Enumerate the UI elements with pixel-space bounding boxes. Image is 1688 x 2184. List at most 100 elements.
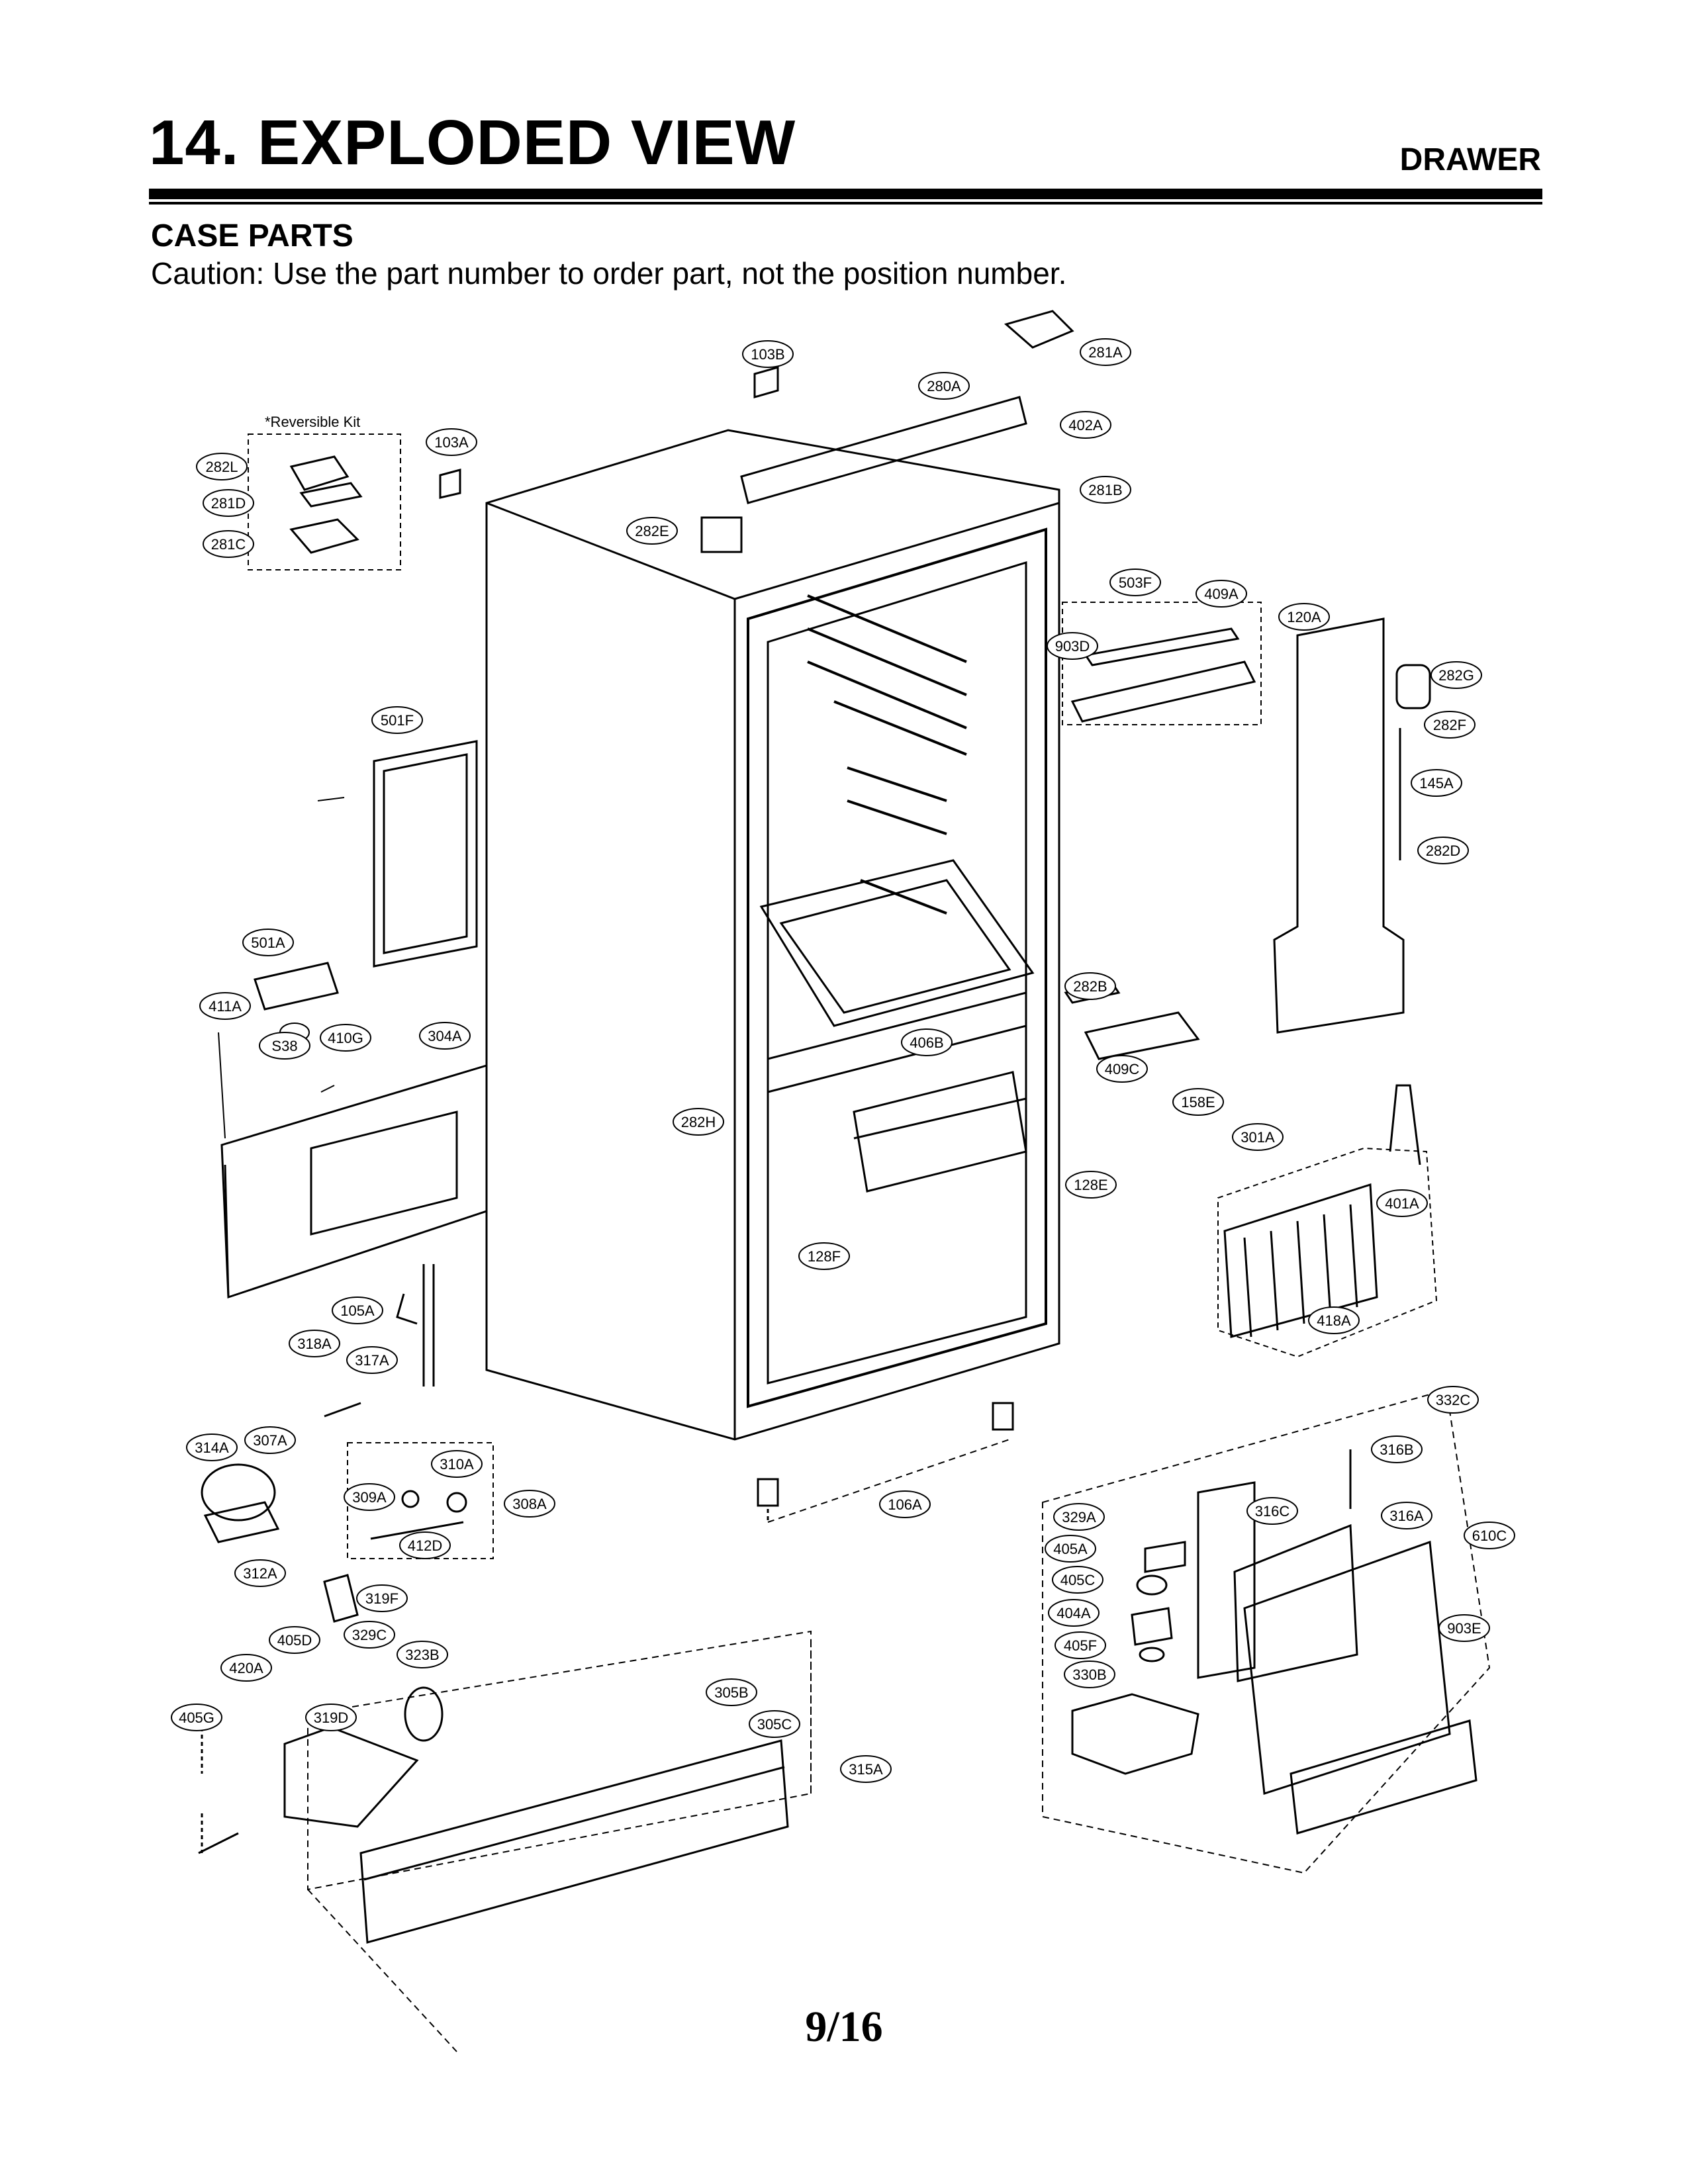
callout-label: 409A <box>1204 586 1239 602</box>
right-top-assembly <box>1062 602 1262 725</box>
callout-s38: S38 <box>259 1032 310 1060</box>
callout-309a: 309A <box>344 1483 395 1511</box>
callout-406b: 406B <box>901 1028 953 1056</box>
callout-402a: 402A <box>1060 411 1111 439</box>
callout-label: 329A <box>1062 1509 1096 1525</box>
callout-105a: 105A <box>332 1297 383 1324</box>
page-title: 14. EXPLODED VIEW <box>149 107 796 178</box>
callout-label: 158E <box>1181 1094 1215 1111</box>
callout-405d: 405D <box>269 1626 320 1654</box>
callout-316b: 316B <box>1371 1435 1423 1463</box>
callout-label: 401A <box>1385 1195 1419 1212</box>
section-subtitle: CASE PARTS <box>151 218 353 253</box>
machine-room-cover <box>307 1630 812 2052</box>
reversible-kit-group <box>248 433 401 570</box>
callout-106a: 106A <box>879 1490 931 1518</box>
page-number: 9/16 <box>805 2003 883 2051</box>
callout-409a: 409A <box>1196 580 1247 608</box>
callout-label: 281A <box>1088 344 1123 361</box>
callout-label: 610C <box>1472 1527 1507 1544</box>
callout-label: 316C <box>1255 1503 1290 1520</box>
title-rule-thin <box>149 202 1542 205</box>
callout-label: 282F <box>1433 717 1466 733</box>
cabinet-shelf-rails <box>807 594 967 915</box>
callout-label: 282H <box>681 1114 716 1130</box>
callout-label: 310A <box>440 1456 474 1473</box>
callout-label: 405G <box>179 1709 214 1726</box>
callout-label: 315A <box>849 1761 883 1778</box>
callout-305b: 305B <box>706 1678 757 1706</box>
callout-label: 281B <box>1088 482 1122 498</box>
callout-316a: 316A <box>1381 1502 1432 1529</box>
callout-label: 305B <box>714 1684 748 1701</box>
callout-label: 103B <box>751 346 784 363</box>
callout-405g: 405G <box>171 1704 222 1731</box>
section-tag: DRAWER <box>1399 142 1541 177</box>
callout-label: 282B <box>1073 978 1107 995</box>
callout-103a: 103A <box>426 428 477 456</box>
callout-903e: 903E <box>1438 1614 1490 1642</box>
callout-label: 305C <box>757 1716 792 1733</box>
callout-label: 282L <box>206 459 238 475</box>
callout-282d: 282D <box>1417 837 1469 864</box>
callout-label: 501A <box>251 934 285 951</box>
callout-318a: 318A <box>289 1330 340 1357</box>
callout-label: 304A <box>428 1028 462 1044</box>
callout-412d: 412D <box>399 1531 451 1559</box>
callout-label: 329C <box>352 1627 387 1643</box>
fan-assembly-group <box>1042 1388 1491 1874</box>
callout-label: 319F <box>365 1590 399 1607</box>
callout-label: 503F <box>1119 574 1152 591</box>
callout-label: 281C <box>211 536 246 553</box>
callout-317a: 317A <box>346 1346 398 1374</box>
callout-282g: 282G <box>1430 661 1482 689</box>
callout-label: 411A <box>209 998 242 1015</box>
callout-405a: 405A <box>1045 1535 1096 1563</box>
callout-label: 316A <box>1389 1508 1424 1524</box>
callout-282b: 282B <box>1064 972 1116 1000</box>
callout-409c: 409C <box>1096 1055 1148 1083</box>
callout-label: 128F <box>808 1248 841 1265</box>
callout-label: 282G <box>1438 667 1474 684</box>
callout-281c: 281C <box>203 530 254 558</box>
callout-label: 405D <box>277 1632 312 1649</box>
callout-319f: 319F <box>356 1584 408 1612</box>
callout-label: 404A <box>1056 1605 1091 1621</box>
callout-label: S38 <box>271 1038 297 1054</box>
callout-label: 402A <box>1068 417 1103 433</box>
callout-label: 420A <box>229 1660 263 1676</box>
callout-329a: 329A <box>1053 1503 1105 1531</box>
callout-label: 316B <box>1380 1441 1413 1458</box>
callout-420a: 420A <box>220 1654 272 1682</box>
callout-label: 309A <box>352 1489 387 1506</box>
callout-label: 120A <box>1287 609 1321 625</box>
callout-label: 405C <box>1060 1572 1096 1588</box>
callout-310a: 310A <box>431 1450 483 1478</box>
callout-411a: 411A <box>199 992 251 1020</box>
callout-label: 418A <box>1317 1312 1351 1329</box>
callout-330b: 330B <box>1064 1661 1115 1688</box>
callout-label: 128E <box>1074 1177 1107 1193</box>
callout-label: 332C <box>1436 1392 1471 1408</box>
reversible-kit-label: *Reversible Kit <box>265 414 360 430</box>
callout-312a: 312A <box>234 1559 286 1587</box>
callout-305c: 305C <box>749 1710 800 1738</box>
cabinet-body <box>485 429 1060 1441</box>
evaporator-group <box>1217 1084 1438 1358</box>
callout-332c: 332C <box>1427 1386 1479 1414</box>
small-fittings <box>218 797 345 1139</box>
callout-323b: 323B <box>397 1641 448 1668</box>
callout-307a: 307A <box>244 1426 296 1454</box>
callout-503f: 503F <box>1109 569 1161 596</box>
callout-label: 903E <box>1447 1620 1481 1637</box>
callout-label: 103A <box>434 434 469 451</box>
callout-label: 405F <box>1064 1637 1097 1654</box>
duct-panel <box>1273 617 1431 1034</box>
callout-281b: 281B <box>1080 476 1131 504</box>
callout-405f: 405F <box>1055 1631 1106 1659</box>
callout-501f: 501F <box>371 706 423 734</box>
caution-note: Caution: Use the part number to order pa… <box>151 256 1067 291</box>
callout-label: 317A <box>355 1352 389 1369</box>
callout-label: 314A <box>195 1439 229 1456</box>
